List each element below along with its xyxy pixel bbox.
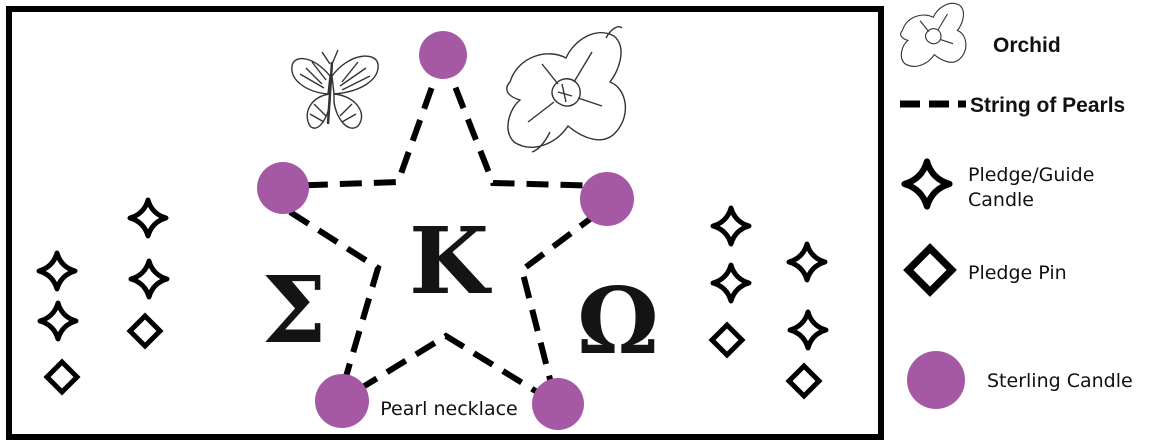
legend-candle-label-line2: Candle bbox=[968, 189, 1034, 211]
legend-candle-label-line1: Pledge/Guide bbox=[968, 164, 1094, 186]
pledge-pin-icon bbox=[712, 325, 742, 355]
pearl-necklace-label: Pearl necklace bbox=[380, 398, 517, 420]
pledge-pin-icon bbox=[789, 366, 819, 396]
legend-candle-icon bbox=[905, 162, 950, 207]
pearl-string-bottom bbox=[358, 336, 542, 395]
pledge-candle-icon bbox=[713, 265, 749, 301]
pledge-candle-icon bbox=[789, 244, 825, 280]
sterling-candle-top bbox=[419, 31, 467, 79]
sterling-candle-bottom-left bbox=[315, 374, 369, 428]
pledge-candle-icon bbox=[713, 208, 749, 244]
pearl-string-top-right bbox=[443, 56, 608, 186]
left-outer-column bbox=[39, 253, 77, 392]
letter-kappa: K bbox=[409, 207, 492, 315]
sterling-candle-right bbox=[580, 172, 634, 226]
pledge-candle-icon bbox=[40, 303, 76, 339]
legend-pin-label: Pledge Pin bbox=[968, 262, 1067, 284]
legend-sterling-icon bbox=[907, 351, 965, 409]
pledge-candle-icon bbox=[790, 312, 826, 348]
right-inner-column bbox=[712, 208, 749, 355]
legend: Orchid String of Pearls Pledge/Guide Can… bbox=[900, 3, 1133, 409]
sterling-candle-left bbox=[257, 162, 309, 214]
legend-orchid-icon bbox=[901, 3, 966, 66]
orchid-sketch-icon bbox=[507, 27, 626, 152]
pledge-candle-icon bbox=[130, 200, 166, 236]
legend-pin-icon bbox=[908, 248, 952, 292]
butterfly-sketch-icon bbox=[292, 50, 378, 128]
pledge-candle-icon bbox=[39, 253, 75, 289]
sterling-candle-bottom-right bbox=[532, 378, 584, 430]
pledge-candle-icon bbox=[131, 261, 167, 297]
left-inner-column bbox=[130, 200, 167, 346]
pledge-pin-icon bbox=[47, 362, 77, 392]
legend-sterling-label: Sterling Candle bbox=[987, 370, 1133, 392]
pearl-string-top-left bbox=[285, 56, 443, 186]
letter-omega: Ω bbox=[577, 267, 659, 375]
pledge-pin-icon bbox=[130, 316, 160, 346]
legend-orchid-label: Orchid bbox=[993, 34, 1061, 57]
right-outer-column bbox=[789, 244, 826, 396]
letter-sigma: Σ bbox=[261, 256, 326, 364]
legend-pearls-label: String of Pearls bbox=[970, 94, 1125, 117]
